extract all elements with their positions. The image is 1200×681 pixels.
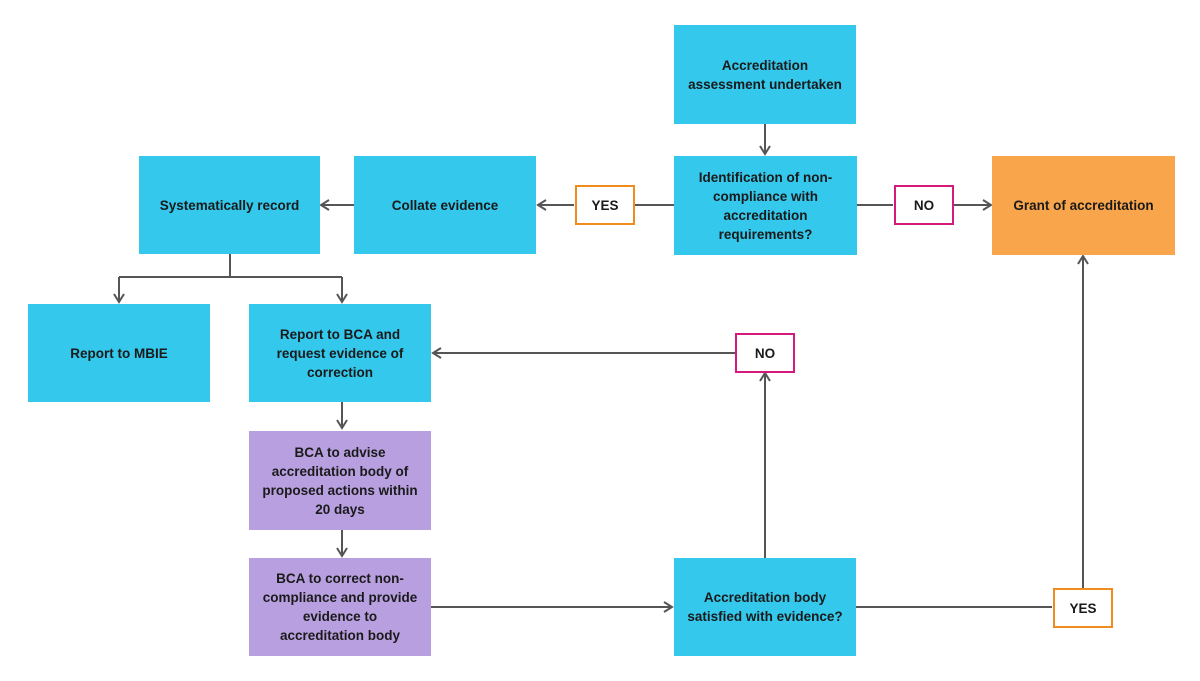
decision-yes-top: YES — [575, 185, 635, 225]
node-report-bca: Report to BCA and request evidence of co… — [249, 304, 431, 402]
node-report-mbie-label: Report to MBIE — [70, 345, 168, 361]
decision-no-mid: NO — [735, 333, 795, 373]
node-identification-label: Identification of non-compliance with ac… — [698, 169, 833, 242]
node-report-mbie: Report to MBIE — [28, 304, 210, 402]
node-grant: Grant of accreditation — [992, 156, 1175, 255]
node-satisfied: Accreditation body satisfied with eviden… — [674, 558, 856, 656]
node-record: Systematically record — [139, 156, 320, 254]
node-bca-correct: BCA to correct non-compliance and provid… — [249, 558, 431, 656]
decision-yes-bottom: YES — [1053, 588, 1113, 628]
node-grant-label: Grant of accreditation — [1013, 198, 1154, 213]
decision-no-top: NO — [894, 185, 954, 225]
node-bca-correct-label: BCA to correct non-compliance and provid… — [262, 571, 418, 643]
node-assessment: Accreditation assessment undertaken — [674, 25, 856, 124]
node-identification: Identification of non-compliance with ac… — [674, 156, 857, 255]
node-bca-advise-label: BCA to advise accreditation body of prop… — [262, 444, 418, 517]
node-assessment-label: Accreditation assessment undertaken — [688, 57, 842, 92]
node-report-bca-label: Report to BCA and request evidence of co… — [276, 326, 404, 380]
node-bca-advise: BCA to advise accreditation body of prop… — [249, 431, 431, 530]
line-record-split — [119, 254, 342, 278]
node-collate-label: Collate evidence — [391, 197, 499, 213]
node-satisfied-label: Accreditation body satisfied with eviden… — [687, 590, 843, 624]
node-record-label: Systematically record — [159, 197, 300, 213]
node-collate: Collate evidence — [354, 156, 536, 254]
